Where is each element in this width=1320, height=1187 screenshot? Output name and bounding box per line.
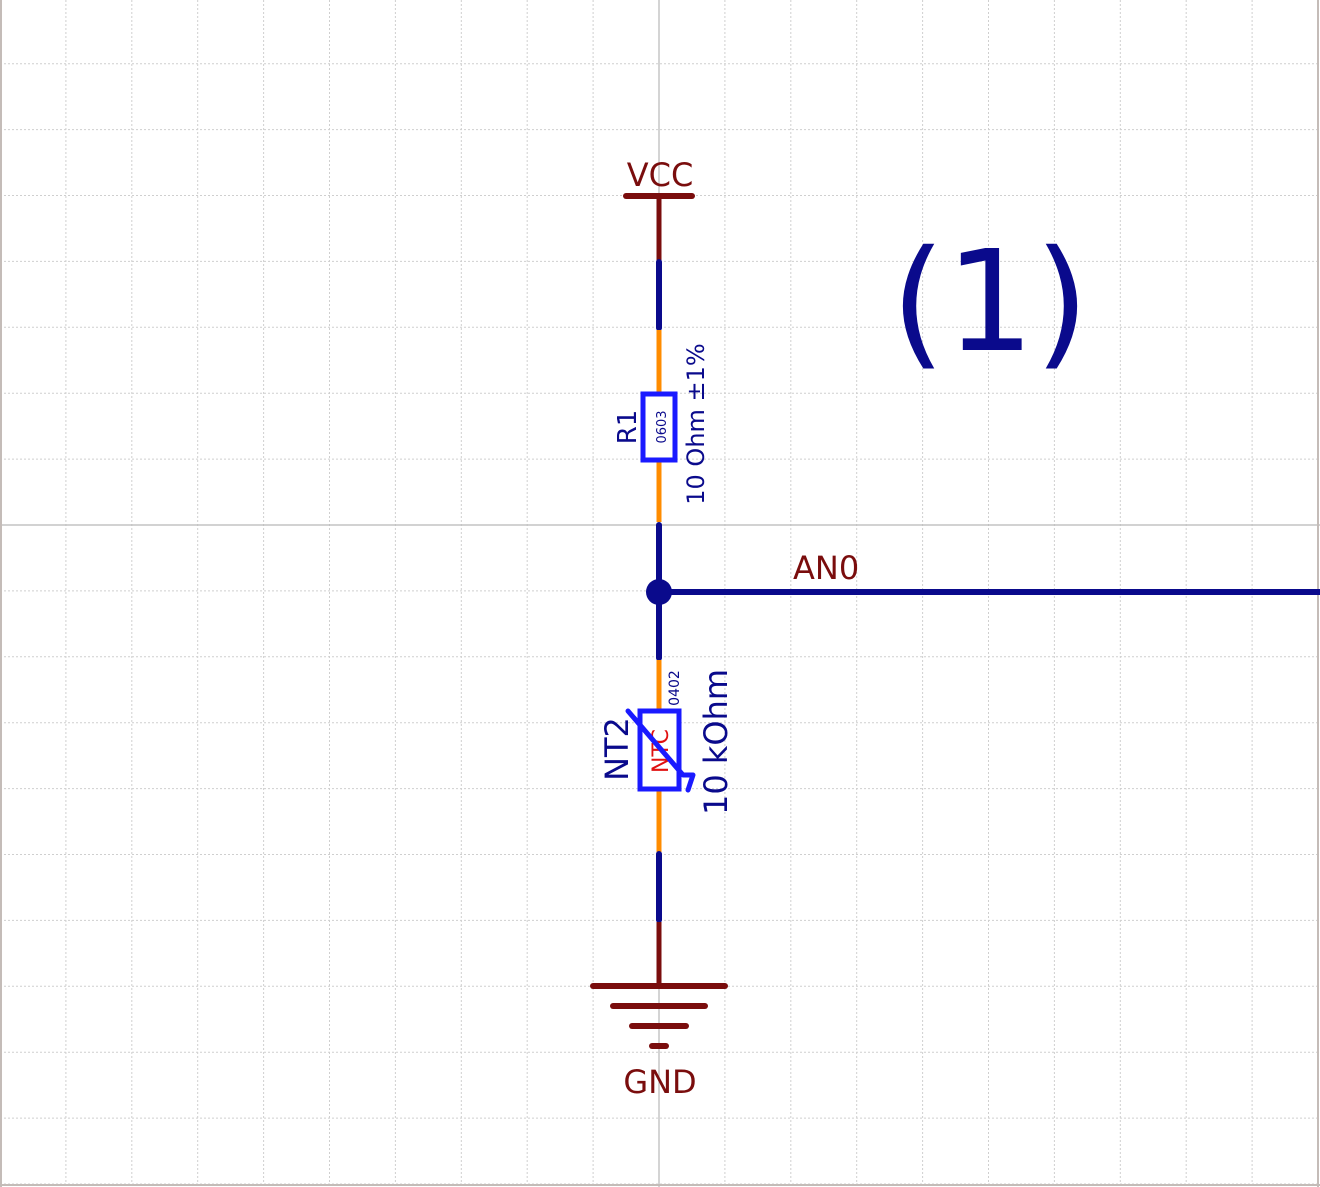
r1-footprint: 0603 <box>655 410 670 443</box>
ground-icon <box>590 983 728 1049</box>
r1-reference: R1 <box>613 410 643 445</box>
junction-dot[interactable] <box>646 579 672 605</box>
r1-value: 10 Ohm ±1% <box>682 343 710 504</box>
nt2-reference: NT2 <box>598 717 636 781</box>
resistor-body-icon <box>640 391 678 463</box>
resistor-r1[interactable]: 0603 R1 10 Ohm ±1% <box>613 330 710 522</box>
ntc-slash-icon <box>625 708 696 793</box>
vcc-power-symbol[interactable]: VCC <box>623 156 695 262</box>
nt2-footprint: 0402 <box>667 670 683 706</box>
gnd-power-symbol[interactable]: GND <box>590 922 728 1101</box>
vcc-label: VCC <box>627 156 694 194</box>
nt2-value: 10 kOhm <box>697 669 735 815</box>
gnd-label: GND <box>623 1063 696 1101</box>
net-label-an0[interactable]: AN0 <box>793 549 859 587</box>
thermistor-nt2[interactable]: NTC NT2 0402 10 kOhm <box>598 660 735 852</box>
sheet-marker: (1) <box>891 221 1089 384</box>
